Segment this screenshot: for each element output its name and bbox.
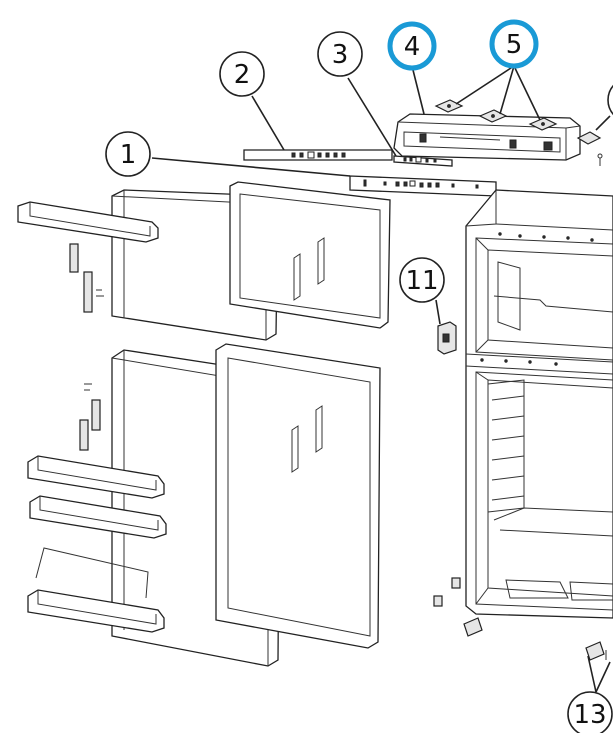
callout-4: 4 [387,21,437,71]
door-shelf-upper [27,455,165,499]
svg-text:2: 2 [234,60,251,90]
svg-text:1: 1 [120,140,137,170]
door-shelf-rail [35,547,149,599]
freezer-door-shelf [17,201,159,243]
callout-3: 3 [317,31,363,77]
leader-lines [151,65,611,693]
control-housing [393,113,581,161]
side-bracket-11 [437,321,457,355]
svg-text:4: 4 [404,32,421,62]
hinge-brackets [434,99,603,166]
leveling-feet [433,577,483,637]
control-panel-1 [349,175,497,197]
refrigerator-cabinet [465,189,613,619]
svg-text:11: 11 [405,266,438,296]
display-board-3 [393,155,453,167]
callout-1: 1 [105,131,151,177]
svg-text:13: 13 [573,700,606,730]
door-shelf-middle [29,495,167,539]
fresh-food-door-gasket [215,343,381,649]
svg-text:5: 5 [506,30,523,60]
callout-13: 13 [567,691,613,733]
callout-5: 5 [489,19,539,69]
callout-partial-right [607,84,613,116]
fresh-food-door-handles [79,383,101,451]
callout-11: 11 [399,257,445,303]
freezer-door-handles [69,243,104,313]
callout-2: 2 [219,51,265,97]
door-shelf-lower [27,589,165,633]
freezer-door-gasket [229,181,391,329]
svg-text:3: 3 [332,40,349,70]
trim-strip-2 [243,149,393,161]
